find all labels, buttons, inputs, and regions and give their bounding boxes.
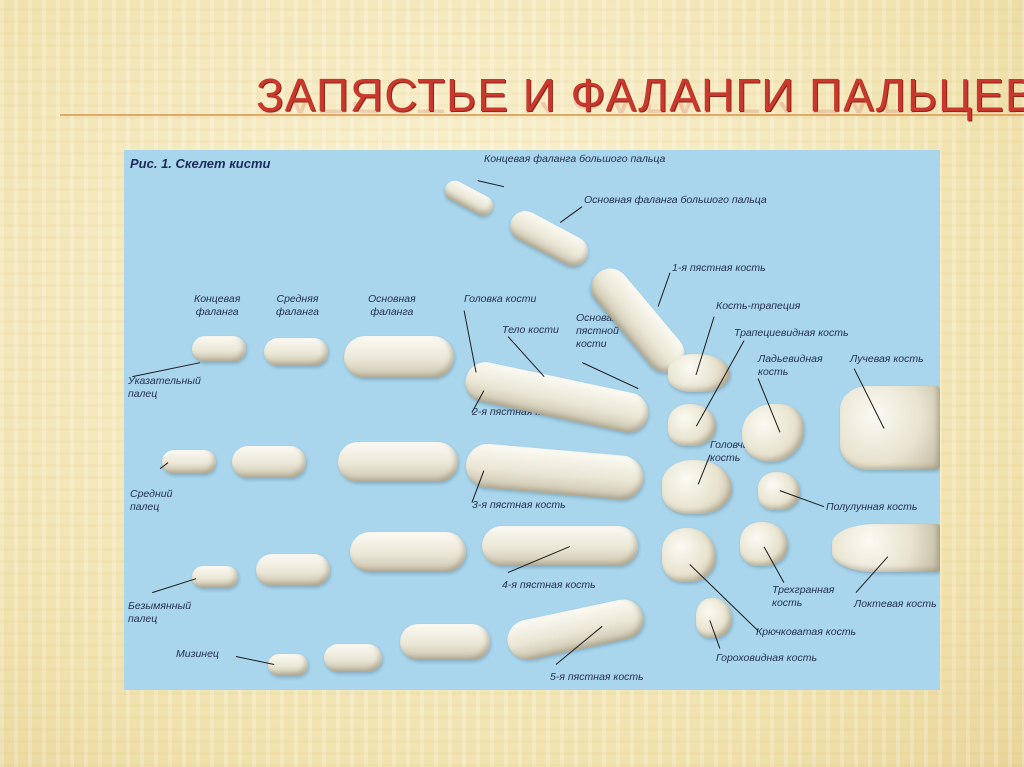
fifth-metacarpal <box>503 595 648 664</box>
leader-thumb-distal <box>477 180 505 188</box>
label-thumb-proximal: Основная фаланга большого пальца <box>584 194 767 206</box>
label-trapezium: Кость-трапеция <box>716 300 801 312</box>
index-proximal-phalanx <box>344 336 454 378</box>
label-ring-finger: Безымянный палец <box>128 600 192 625</box>
leader-bone-head <box>463 310 477 373</box>
leader-first-metacarpal <box>657 272 671 307</box>
hand-skeleton-figure: Рис. 1. Скелет кисти Концевая фаланга Ср… <box>124 150 940 690</box>
index-distal-phalanx <box>192 336 246 362</box>
title-underline <box>60 114 1024 116</box>
triquetrum-bone <box>740 522 788 566</box>
thumb-proximal-phalanx <box>504 205 594 272</box>
trapezoid-bone <box>668 404 716 446</box>
label-fourth-metacarpal: 4-я пястная кость <box>502 579 596 591</box>
label-proximal-phalanx: Основная фаланга <box>368 293 416 318</box>
label-middle-phalanx: Средняя фаланга <box>276 293 319 318</box>
leader-thumb-proximal <box>559 206 583 224</box>
label-index-finger: Указательный палец <box>128 375 201 400</box>
middle-proximal-phalanx <box>338 442 458 482</box>
second-metacarpal <box>461 358 653 437</box>
figure-caption: Рис. 1. Скелет кисти <box>130 156 271 171</box>
leader-ring-finger <box>151 578 197 594</box>
label-bone-body: Тело кости <box>502 324 559 336</box>
ulna-bone <box>832 524 940 572</box>
label-first-metacarpal: 1-я пястная кость <box>672 262 766 274</box>
little-middle-phalanx <box>324 644 382 672</box>
radius-bone <box>840 386 940 470</box>
label-hamate: Крючковатая кость <box>756 626 857 638</box>
lunate-bone <box>758 472 800 510</box>
capitate-bone <box>662 460 732 514</box>
third-metacarpal <box>464 442 646 502</box>
slide-title: ЗАПЯСТЬЕ И ФАЛАНГИ ПАЛЬЦЕВ <box>256 69 1024 121</box>
slide-title-reflection: ЗАПЯСТЬЕ И ФАЛАНГИ ПАЛЬЦЕВ <box>256 102 1016 124</box>
label-thumb-distal: Концевая фаланга большого пальца <box>484 153 666 165</box>
ring-proximal-phalanx <box>350 532 466 572</box>
label-fifth-metacarpal: 5-я пястная кость <box>550 671 644 683</box>
label-third-metacarpal: 3-я пястная кость <box>472 499 566 511</box>
middle-distal-phalanx <box>162 450 216 474</box>
label-triquetrum: Трехгранная кость <box>772 584 835 609</box>
little-distal-phalanx <box>268 654 308 676</box>
ring-distal-phalanx <box>192 566 238 588</box>
label-middle-finger: Средний палец <box>130 488 173 513</box>
middle-middle-phalanx <box>232 446 306 478</box>
index-middle-phalanx <box>264 338 328 366</box>
label-lunate: Полулунная кость <box>826 501 918 513</box>
label-ulna: Локтевая кость <box>854 598 937 610</box>
scaphoid-bone <box>742 404 804 462</box>
label-pisiform: Гороховидная кость <box>716 652 817 664</box>
hamate-bone <box>662 528 716 582</box>
label-little-finger: Мизинец <box>176 648 219 660</box>
label-scaphoid: Ладьевидная кость <box>758 353 823 378</box>
label-radius: Лучевая кость <box>850 353 924 365</box>
fourth-metacarpal <box>482 526 638 566</box>
label-distal-phalanx: Концевая фаланга <box>194 293 241 318</box>
ring-middle-phalanx <box>256 554 330 586</box>
little-proximal-phalanx <box>400 624 490 660</box>
label-trapezoid: Трапециевидная кость <box>734 327 849 339</box>
label-bone-head: Головка кости <box>464 293 537 305</box>
